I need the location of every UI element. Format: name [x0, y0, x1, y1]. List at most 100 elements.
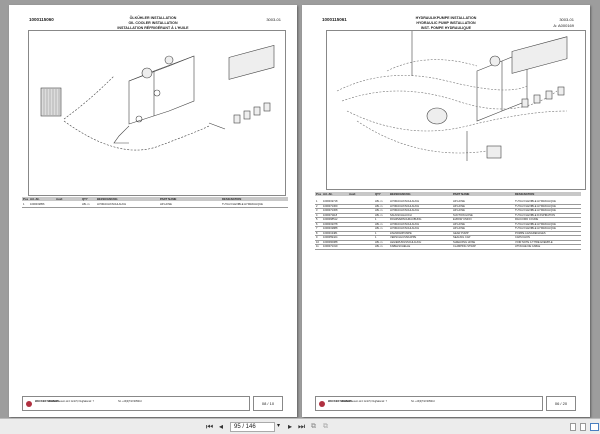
table-cell: TUYAU FLEXIBLE HYDRAULIQUE: [515, 222, 556, 226]
page-number: 08 / 10: [253, 396, 283, 411]
page-code: 3003-01: [266, 17, 281, 22]
table-cell: HYDRAULIKSCHLAUCH: [390, 204, 420, 208]
table-cell: POMPE A ENGRENAGES: [515, 231, 546, 235]
table-cell: HYDRAULIKSCHLAUCH: [390, 222, 420, 226]
table-cell: RACCORD COUDE: [515, 218, 539, 221]
page-dropdown-chevron-icon[interactable]: ▾: [277, 423, 281, 429]
table-cell: VOIR NOTE A TITRE EXEMPLE: [515, 240, 553, 244]
table-cell: 1000019888: [323, 227, 338, 230]
rotate-icon[interactable]: ⧉: [311, 423, 316, 430]
table-cell: SHIELDING HOSE: [453, 240, 476, 244]
table-cell: TUYAU FLEXIBLE D'ASPIRATION: [515, 213, 556, 217]
table-cell: 9: [316, 236, 318, 239]
table-cell: 2: [316, 204, 318, 208]
page-footer: WACKER NEUSON Wacker Neuson Linz GmbH, F…: [22, 396, 250, 411]
single-page-view-icon[interactable]: [570, 423, 576, 431]
table-cell: LBL m: [375, 204, 383, 208]
table-cell: TUYAU FLEXIBLE HYDRAULIQUE: [515, 200, 556, 203]
table-cell: HP-HOSE: [453, 200, 465, 203]
table-cell: LBL m: [375, 245, 383, 248]
table-row: 8 1000013481 1 ZAHNRADPUMPE GEAR PUMP POMPE A…: [315, 231, 581, 236]
exploded-drawing-oil-cooler: [28, 30, 286, 196]
first-page-icon[interactable]: ⏮: [206, 422, 214, 431]
table-cell: 11: [316, 245, 319, 248]
table-cell: 1000013481: [323, 231, 338, 235]
table-cell: HYDRAULIKSCHLAUCH: [390, 209, 420, 212]
table-cell: 1000071118: [323, 213, 338, 217]
table-cell: ATTACHE DE CABLE: [515, 245, 541, 248]
table-cell: 1: [316, 200, 318, 203]
fit-icon[interactable]: ⧉: [323, 423, 328, 430]
table-cell: LBL m: [375, 222, 383, 226]
table-cell: LBL m: [375, 213, 383, 217]
table-cell: GEAR PUMP: [453, 231, 469, 235]
table-cell: TUYAU FLEXIBLE HYDRAULIQUE: [515, 204, 556, 208]
table-cell: ELBOW UNION: [453, 218, 472, 221]
page-number-input[interactable]: 95 / 146: [230, 422, 275, 432]
table-cell: ROHRVERSCHRAUBUNG: [390, 218, 422, 221]
table-cell: SAUGSCHLAUCH: [390, 213, 412, 217]
table-cell: 5: [316, 218, 318, 221]
two-page-view-icon[interactable]: [590, 423, 599, 431]
table-cell: 1000059424: [323, 236, 338, 239]
table-row: 5 1000068512 1 ROHRVERSCHRAUBUNG ELBOW UNION…: [315, 218, 581, 223]
table-cell: 1: [375, 236, 377, 239]
table-cell: 1000019718: [323, 200, 338, 203]
table-cell: HP-HOSE: [453, 227, 465, 230]
last-page-icon[interactable]: ⏭: [298, 422, 306, 431]
table-cell: 1000071368: [323, 209, 338, 212]
table-cell: HP-HOSE: [453, 222, 465, 226]
table-cell: CLAMPING STRAP: [453, 245, 476, 248]
table-cell: VERSCHLUSSKAPPE: [390, 236, 417, 239]
table-cell: LBL m: [375, 227, 383, 230]
table-cell: LBL m: [375, 200, 383, 203]
table-cell: KABELSCHELLE: [390, 245, 411, 248]
table-cell: 1000060088: [323, 240, 338, 244]
continuous-view-icon[interactable]: [580, 423, 586, 431]
table-cell: 1000071319: [323, 245, 338, 248]
table-cell: HP-HOSE: [453, 204, 465, 208]
table-cell: 3: [316, 209, 318, 212]
page-id: 1000115060: [29, 17, 54, 22]
table-cell: 10: [316, 240, 319, 244]
table-cell: HYDRAULIKSCHLAUCH: [390, 200, 420, 203]
pdf-viewer-toolbar: ⏮ ◂ 95 / 146 ▾ ▸ ⏭ ⧉ ⧉: [0, 418, 600, 434]
table-cell: 1000019378: [323, 222, 338, 226]
table-cell: 1: [375, 218, 377, 221]
table-cell: LEGIERUNGSSCHLAUCH: [390, 240, 422, 244]
exploded-drawing-hydraulic-pump: [326, 30, 586, 190]
table-cell: TUYAU FLEXIBLE HYDRAULIQUE: [515, 209, 556, 212]
page-id: 1000115061: [322, 17, 347, 22]
table-row: 11 1000071319 LBL m KABELSCHELLE CLAMPING ST…: [315, 245, 581, 250]
next-page-icon[interactable]: ▸: [288, 422, 293, 431]
table-cell: 7: [316, 227, 318, 230]
table-cell: LBL m: [375, 209, 383, 212]
page-number: 06 / 20: [546, 396, 576, 411]
table-cell: 1000068512: [323, 218, 338, 221]
table-cell: 1: [375, 231, 377, 235]
table-cell: ZAHNRADPUMPE: [390, 231, 412, 235]
wacker-neuson-logo-icon: [319, 401, 325, 407]
table-cell: TUYAU FLEXIBLE HYDRAULIQUE: [515, 227, 556, 230]
prev-page-icon[interactable]: ◂: [219, 422, 224, 431]
table-cell: SEALING CAP: [453, 236, 471, 239]
table-cell: 8: [316, 231, 318, 235]
table-cell: 4: [316, 213, 318, 217]
